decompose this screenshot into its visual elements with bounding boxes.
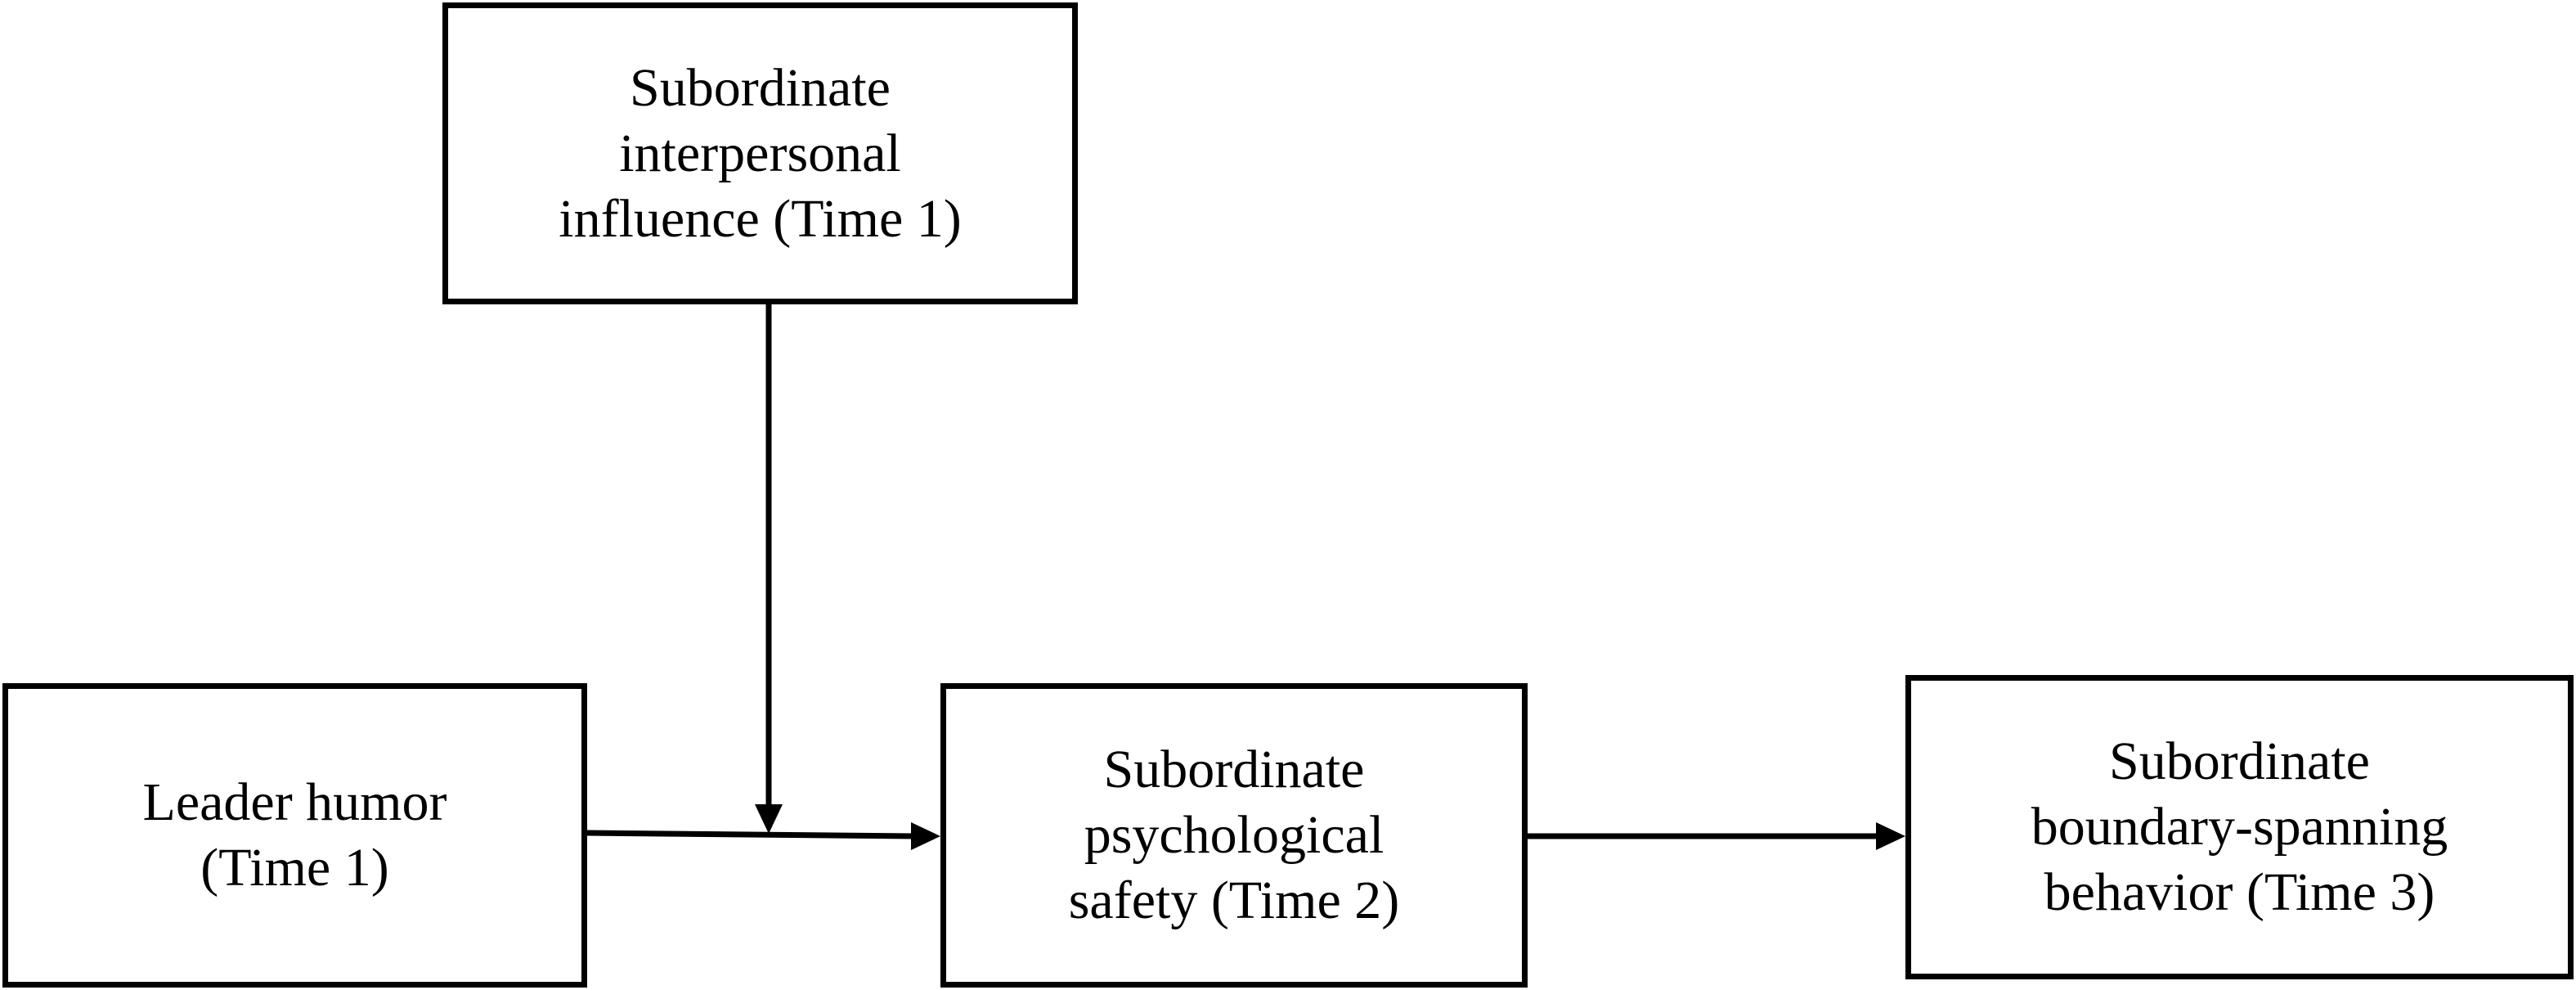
moderator-label-line-1: Subordinate <box>630 57 891 118</box>
outcome-label-line-3: behavior (Time 3) <box>2044 862 2435 922</box>
arrow-mediator-to-outcome <box>1528 822 1905 850</box>
predictor-box: Leader humor (Time 1) <box>2 683 587 988</box>
mediator-label-line-2: psychological <box>1084 805 1384 865</box>
arrow-line <box>586 830 915 839</box>
moderator-label-line-2: interpersonal <box>619 123 901 183</box>
mediator-label-line-3: safety (Time 2) <box>1068 871 1400 930</box>
arrow-head <box>1876 822 1905 850</box>
moderator-label-line-3: influence (Time 1) <box>559 188 962 249</box>
arrow-head <box>911 822 940 850</box>
outcome-label-line-1: Subordinate <box>2109 731 2370 791</box>
outcome-label-line-2: boundary-spanning <box>2031 797 2448 857</box>
predictor-label-line-2: (Time 1) <box>200 838 389 898</box>
predictor-label-line-1: Leader humor <box>142 772 447 832</box>
mediator-label-line-1: Subordinate <box>1103 740 1365 799</box>
mediator-box: Subordinate psychological safety (Time 2… <box>940 683 1528 988</box>
moderator-box: Subordinate interpersonal influence (Tim… <box>442 2 1078 304</box>
arrow-moderator-to-path <box>755 304 783 834</box>
arrow-predictor-to-mediator <box>586 822 940 850</box>
outcome-box: Subordinate boundary-spanning behavior (… <box>1905 675 2574 979</box>
arrow-head <box>755 804 783 834</box>
